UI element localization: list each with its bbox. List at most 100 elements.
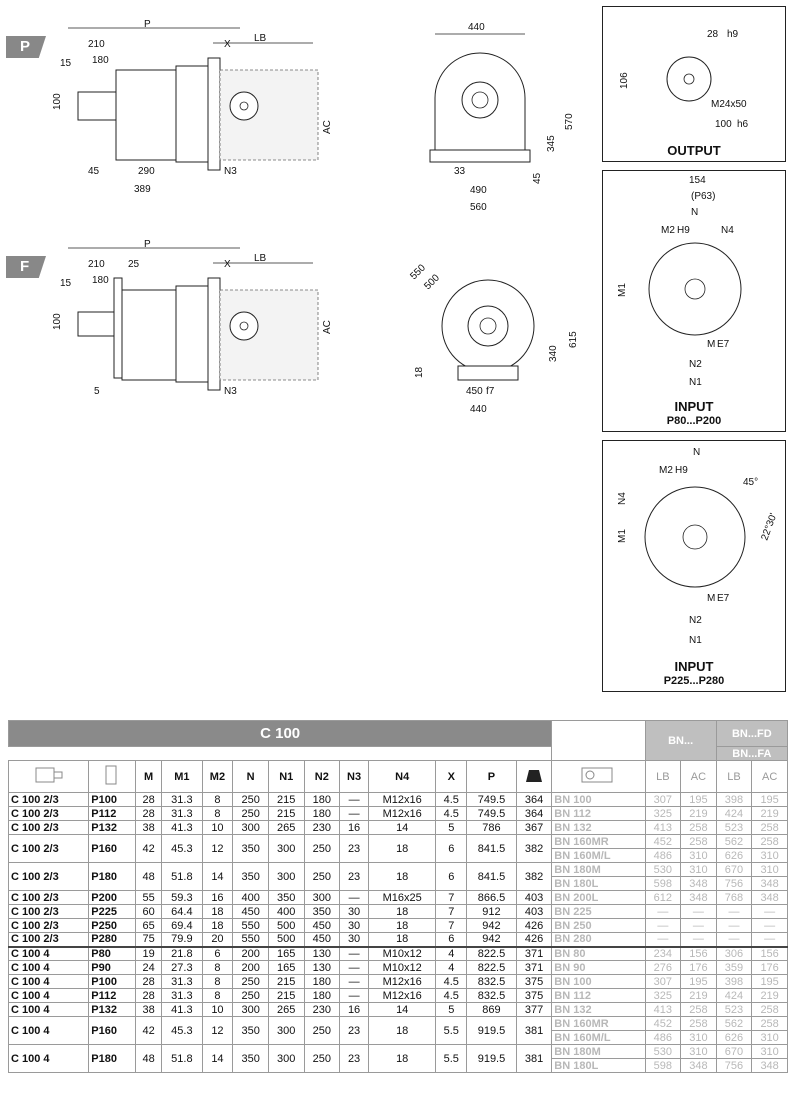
cell-value: 23 — [339, 834, 370, 863]
cell-value: 51.8 — [161, 1044, 203, 1073]
cell-motor: BN 160MR — [551, 1016, 646, 1031]
cell-value: 60 — [134, 904, 163, 919]
cell-motor-value: 310 — [751, 848, 788, 863]
cell-value: 18 — [368, 932, 437, 947]
cell-value: 18 — [368, 862, 437, 891]
drawing-f-side: P LB X 210 25 180 15 100 AC 5 N3 — [52, 239, 333, 397]
cell-motor-value: — — [644, 904, 682, 919]
cell-value: 8 — [201, 960, 234, 975]
cell-motor-value: — — [715, 904, 753, 919]
cell-motor-value: 258 — [680, 1016, 717, 1031]
dim-f-p: P — [144, 239, 151, 250]
col-n: N — [232, 760, 269, 793]
cell-gear-size: C 100 4 — [7, 945, 90, 961]
cell-motor-value: 310 — [751, 1030, 788, 1045]
cell-value: 41.3 — [161, 820, 203, 835]
cell-value: 5 — [435, 820, 468, 835]
cell-input: P132 — [88, 820, 136, 835]
dim-m1: M1 — [617, 283, 628, 297]
cell-motor-value: 310 — [751, 862, 788, 877]
dim-m: M — [707, 339, 715, 350]
cell-value: 375 — [515, 988, 553, 1003]
cell-motor-value: 562 — [715, 1016, 753, 1031]
cell-gear-size: C 100 4 — [7, 1016, 90, 1045]
cell-value: 250 — [232, 974, 269, 989]
cell-value: 180 — [303, 806, 341, 821]
cell-motor-value: 310 — [680, 1030, 717, 1045]
cell-motor-value: — — [644, 918, 682, 933]
dim-p63: (P63) — [691, 191, 715, 202]
input-box-p80: 154 (P63) N M2 H9 N4 M1 M E7 N2 N1 INPUT… — [602, 170, 786, 432]
cell-value: 6 — [435, 862, 468, 891]
cell-value: 403 — [515, 904, 553, 919]
cell-value: — — [339, 806, 370, 821]
cell-gear-size: C 100 2/3 — [7, 904, 90, 919]
dim-45: 45 — [88, 166, 100, 177]
cell-value: 30 — [339, 918, 370, 933]
cell-value: 4.5 — [435, 988, 468, 1003]
cell-motor-value: — — [644, 932, 682, 947]
cell-value: 749.5 — [466, 806, 517, 821]
cell-value: 500 — [267, 932, 305, 947]
cell-gear-size: C 100 4 — [7, 1044, 90, 1073]
cell-value: 841.5 — [466, 834, 517, 863]
cell-value: 5.5 — [435, 1044, 468, 1073]
cell-motor-value: 307 — [644, 792, 682, 807]
cell-value: 919.5 — [466, 1016, 517, 1045]
cell-value: 55 — [134, 890, 163, 905]
cell-motor-value: 276 — [644, 960, 682, 975]
cell-value: 215 — [267, 806, 305, 821]
cell-gear-size: C 100 4 — [7, 974, 90, 989]
cell-value: 51.8 — [161, 862, 203, 891]
cell-value: 14 — [201, 1044, 234, 1073]
motor-icon-col — [551, 760, 646, 793]
cell-value: 6 — [435, 932, 468, 947]
table-title: C 100 — [7, 720, 553, 747]
dim-345: 345 — [546, 135, 557, 152]
drawing-p-front: 440 570 345 33 45 490 560 — [429, 22, 575, 213]
cell-value: 16 — [339, 820, 370, 835]
dim-n-2: N — [693, 447, 700, 458]
cell-value: 230 — [303, 820, 341, 835]
cell-motor-value: 768 — [715, 890, 753, 905]
cell-motor-value: 156 — [680, 945, 717, 961]
dim-m1-2: M1 — [617, 529, 628, 543]
cell-motor-value: 310 — [680, 862, 717, 877]
input-box-p225: N M2 H9 N4 45° 22°30' M1 M E7 N2 N1 INPU… — [602, 440, 786, 692]
cell-motor-value: 219 — [680, 806, 717, 821]
cell-value: 48 — [134, 1044, 163, 1073]
cell-value: 300 — [267, 1044, 305, 1073]
cell-value: 350 — [267, 890, 305, 905]
cell-value: 300 — [267, 862, 305, 891]
cell-motor-value: 530 — [644, 1044, 682, 1059]
cell-value: 265 — [267, 820, 305, 835]
cell-motor-value: 486 — [644, 1030, 682, 1045]
cell-value: 841.5 — [466, 862, 517, 891]
cell-value: 300 — [267, 834, 305, 863]
gearbox-icon — [35, 767, 63, 783]
cell-value: 250 — [303, 1016, 341, 1045]
cell-motor-value: 348 — [751, 1058, 788, 1073]
cell-value: 18 — [368, 1016, 437, 1045]
cell-input: P225 — [88, 904, 136, 919]
dim-389: 389 — [134, 184, 151, 195]
cell-input: P250 — [88, 918, 136, 933]
cell-motor-value: — — [751, 904, 788, 919]
dim-490: 490 — [470, 185, 487, 196]
cell-value: 215 — [267, 792, 305, 807]
input1-label1: INPUT — [674, 399, 714, 414]
cell-gear-size: C 100 2/3 — [7, 806, 90, 821]
cell-value: 381 — [515, 1016, 553, 1045]
cell-motor-value: — — [751, 932, 788, 947]
dim-210: 210 — [88, 39, 105, 50]
cell-value: — — [339, 960, 370, 975]
cell-gear-size: C 100 2/3 — [7, 918, 90, 933]
